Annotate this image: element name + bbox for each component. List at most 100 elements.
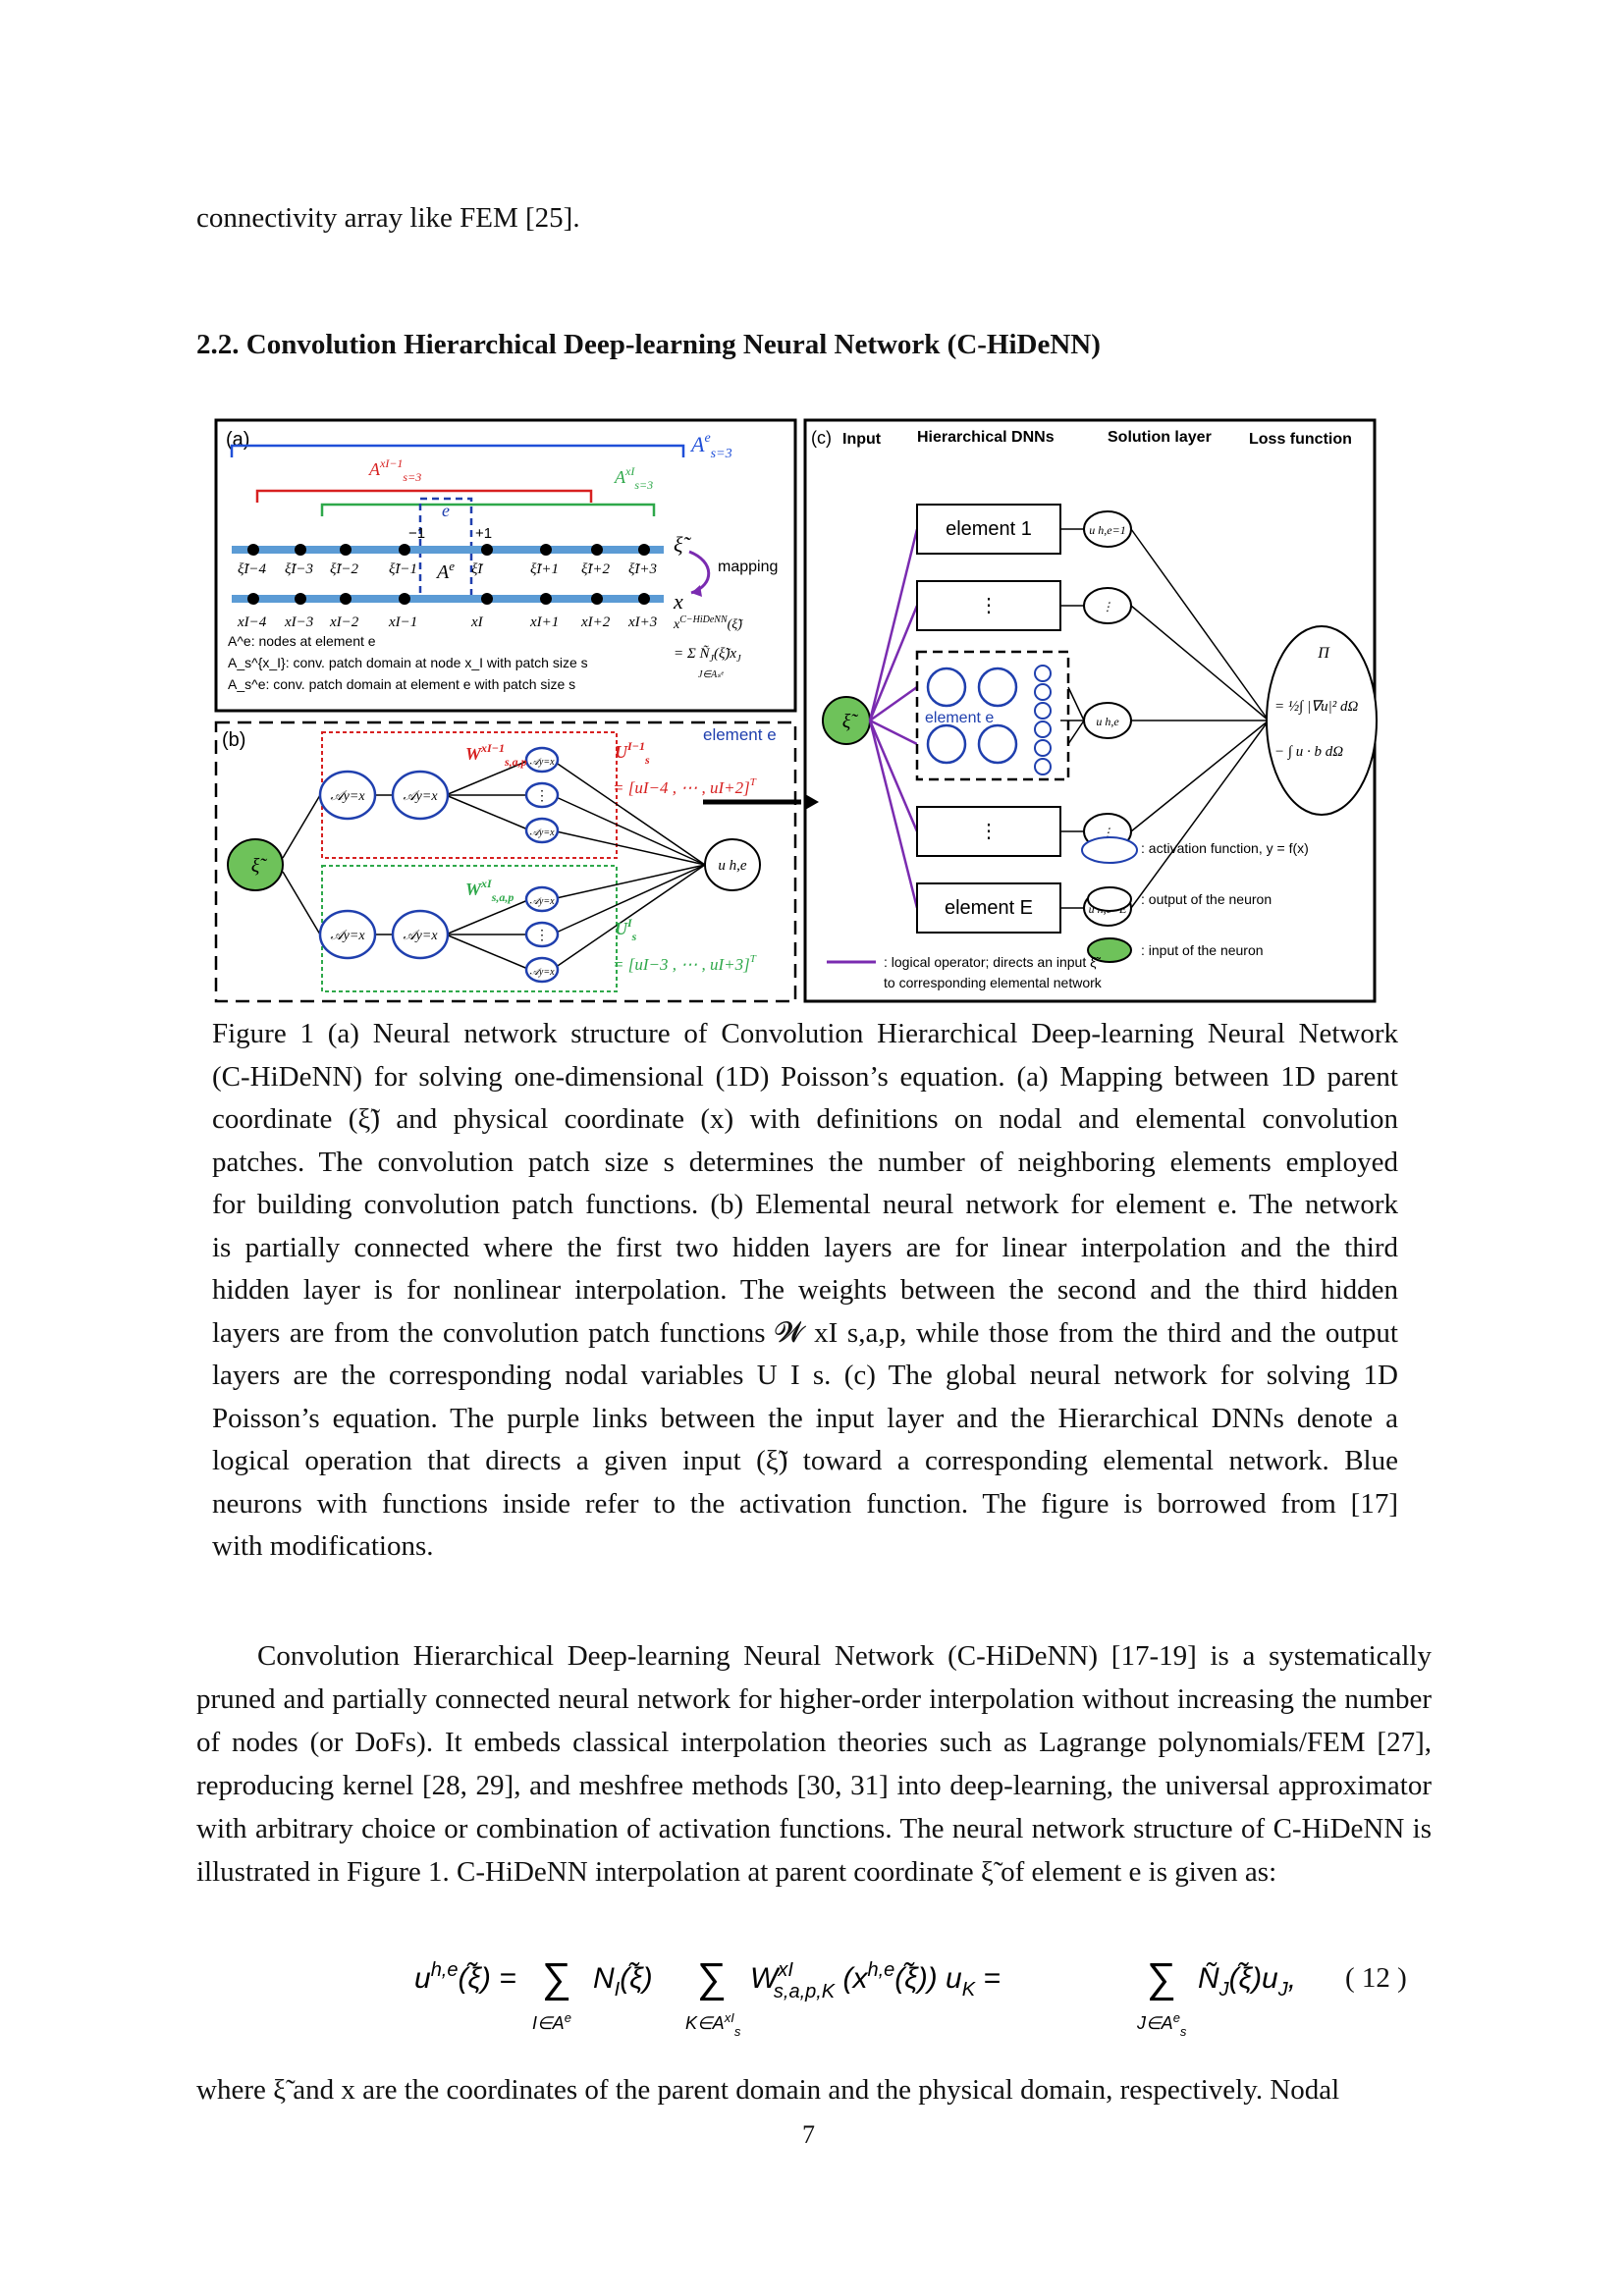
- panel-c-header-dnn: Hierarchical DNNs: [917, 429, 1055, 446]
- parent-node-label: ξ̃I−3: [285, 561, 313, 577]
- panel-c-header-loss: Loss function: [1249, 431, 1352, 448]
- top-line: connectivity array like FEM [25].: [196, 202, 580, 234]
- parent-node-dot: [481, 544, 493, 556]
- u-vector-green: = [uI−3 , ⋯ , uI+3]T: [613, 953, 757, 974]
- element-e-small-neuron: [1034, 702, 1052, 720]
- logical-operator-note-2: to corresponding elemental network: [884, 975, 1103, 990]
- activation-neuron-label: 𝒜y=x: [529, 828, 555, 838]
- legend-activation: : activation function, y = f(x): [1141, 840, 1309, 856]
- patch-bracket-element: [230, 444, 685, 457]
- activation-neuron-label: 𝒜y=x: [330, 929, 365, 943]
- element-2-box: [916, 580, 1061, 631]
- caption-line: logical operation that directs a given i…: [212, 1445, 1398, 1476]
- physical-node-dot: [638, 593, 650, 605]
- element-nodes-label: Ae: [435, 559, 455, 583]
- element-4-box: [916, 806, 1061, 857]
- svg-text:∑: ∑: [1147, 1954, 1176, 2001]
- logical-link: [868, 720, 919, 832]
- plus-one: +1: [475, 525, 492, 542]
- section-heading: 2.2. Convolution Hierarchical Deep-learn…: [196, 329, 1101, 360]
- weight-label-red: WxI−1s,a,p: [465, 741, 527, 769]
- panel-b-element-label: element e: [703, 725, 777, 744]
- physical-node-label: xI−1: [388, 614, 417, 630]
- logical-link: [868, 605, 919, 721]
- parent-node-dot: [295, 544, 306, 556]
- logical-link: [868, 528, 919, 721]
- panel-c-header-input: Input: [842, 431, 882, 448]
- parent-node-dot: [591, 544, 603, 556]
- mapping-formula-index: J∈Aₛᵉ: [698, 669, 724, 680]
- panel-a-label: (a): [226, 429, 249, 451]
- physical-node-label: xI+1: [529, 614, 559, 630]
- panel-b-label: (b): [222, 729, 245, 751]
- body-paragraph: Convolution Hierarchical Deep-learning N…: [196, 1634, 1432, 1894]
- parent-node-dot: [638, 544, 650, 556]
- weight-label-green: WxIs,a,p: [465, 877, 514, 904]
- caption-line: with modifications.: [212, 1530, 434, 1562]
- element-e-small-neuron: [1034, 665, 1052, 682]
- element-e-small-neurons: [1034, 665, 1052, 775]
- mapping-formula-top: xC−HiDeNN(ξ̃): [673, 614, 743, 632]
- caption-line: hidden layer is for nonlinear interpolat…: [212, 1274, 1398, 1306]
- logical-link: [869, 719, 918, 746]
- patch-label-element: Aes=3: [689, 431, 732, 461]
- logical-operator-note-1: : logical operator; directs an input ξ̃: [884, 954, 1101, 970]
- activation-neuron: [524, 885, 560, 913]
- svg-text:uh,e(ξ̃) =: uh,e(ξ̃) =: [414, 1959, 516, 1995]
- parent-node-label: ξ̃I+1: [530, 561, 559, 577]
- legend-input-icon: [1087, 937, 1132, 963]
- patch-label-node-prev: AxI−1s=3: [368, 456, 421, 484]
- caption-line: neurons with functions inside refer to t…: [212, 1487, 1398, 1520]
- element-e-small-neuron: [1034, 739, 1052, 757]
- element-E-label: element E: [945, 897, 1033, 919]
- physical-axis: [232, 595, 664, 603]
- element-e-small-neuron: [1034, 683, 1052, 701]
- loss-pi: Π: [1317, 645, 1330, 662]
- physical-node-label: xI−4: [237, 614, 267, 630]
- physical-node-dot: [295, 593, 306, 605]
- logical-link: [869, 685, 918, 722]
- loss-term-2: − ∫ u · b dΩ: [1274, 744, 1343, 760]
- mapping-arrowhead: [691, 585, 702, 597]
- patch-bracket-node: [320, 503, 656, 516]
- solution-neuron-label: ⋮: [1102, 600, 1113, 614]
- mapping-label: mapping: [718, 559, 778, 575]
- caption-line: is partially connected where the first t…: [212, 1231, 1398, 1263]
- element-4-dots: ⋮: [979, 821, 999, 842]
- parent-axis: [232, 546, 664, 554]
- mapping-formula-sum: = Σ ÑJ(ξ̃)xJ: [674, 645, 741, 665]
- u-label-green: UIs: [615, 916, 637, 943]
- svg-text:NI(ξ̃): NI(ξ̃): [593, 1962, 653, 2001]
- activation-neuron: [391, 770, 450, 821]
- element-e-label: element e: [925, 710, 994, 726]
- svg-text:∑: ∑: [542, 1954, 571, 2001]
- caption-line: Poisson’s equation. The purple links bet…: [212, 1402, 1398, 1434]
- activation-neuron: [524, 746, 560, 774]
- solution-neuron: [1083, 587, 1132, 624]
- output-neuron-b: [704, 838, 761, 891]
- svg-text:WxIs,a,p,K (xh,e(ξ̃)) uK =: WxIs,a,p,K (xh,e(ξ̃)) uK =: [750, 1959, 1001, 2002]
- physical-node-label: xI−3: [284, 614, 313, 630]
- physical-node-dot: [340, 593, 352, 605]
- legend-output: : output of the neuron: [1141, 891, 1272, 907]
- parent-node-label: ξ̃I−2: [330, 561, 359, 577]
- svg-text:K∈AxIs: K∈AxIs: [685, 2010, 741, 2037]
- dots-neuron: [524, 781, 560, 809]
- equation-number: ( 12 ): [1345, 1962, 1407, 1994]
- parent-nodes: [247, 544, 650, 556]
- element-2-dots: ⋮: [979, 595, 999, 616]
- patch-label-node: AxIs=3: [614, 464, 653, 492]
- parent-node-label: ξ̃I: [471, 561, 483, 577]
- physical-node-dot: [399, 593, 410, 605]
- bullet-1: A^e: nodes at element e: [228, 633, 376, 649]
- caption-line: layers are the corresponding nodal varia…: [212, 1360, 1398, 1391]
- minus-one: −1: [408, 525, 425, 542]
- activation-neuron: [318, 770, 377, 821]
- solution-neuron-label: u h,e=1: [1089, 523, 1125, 537]
